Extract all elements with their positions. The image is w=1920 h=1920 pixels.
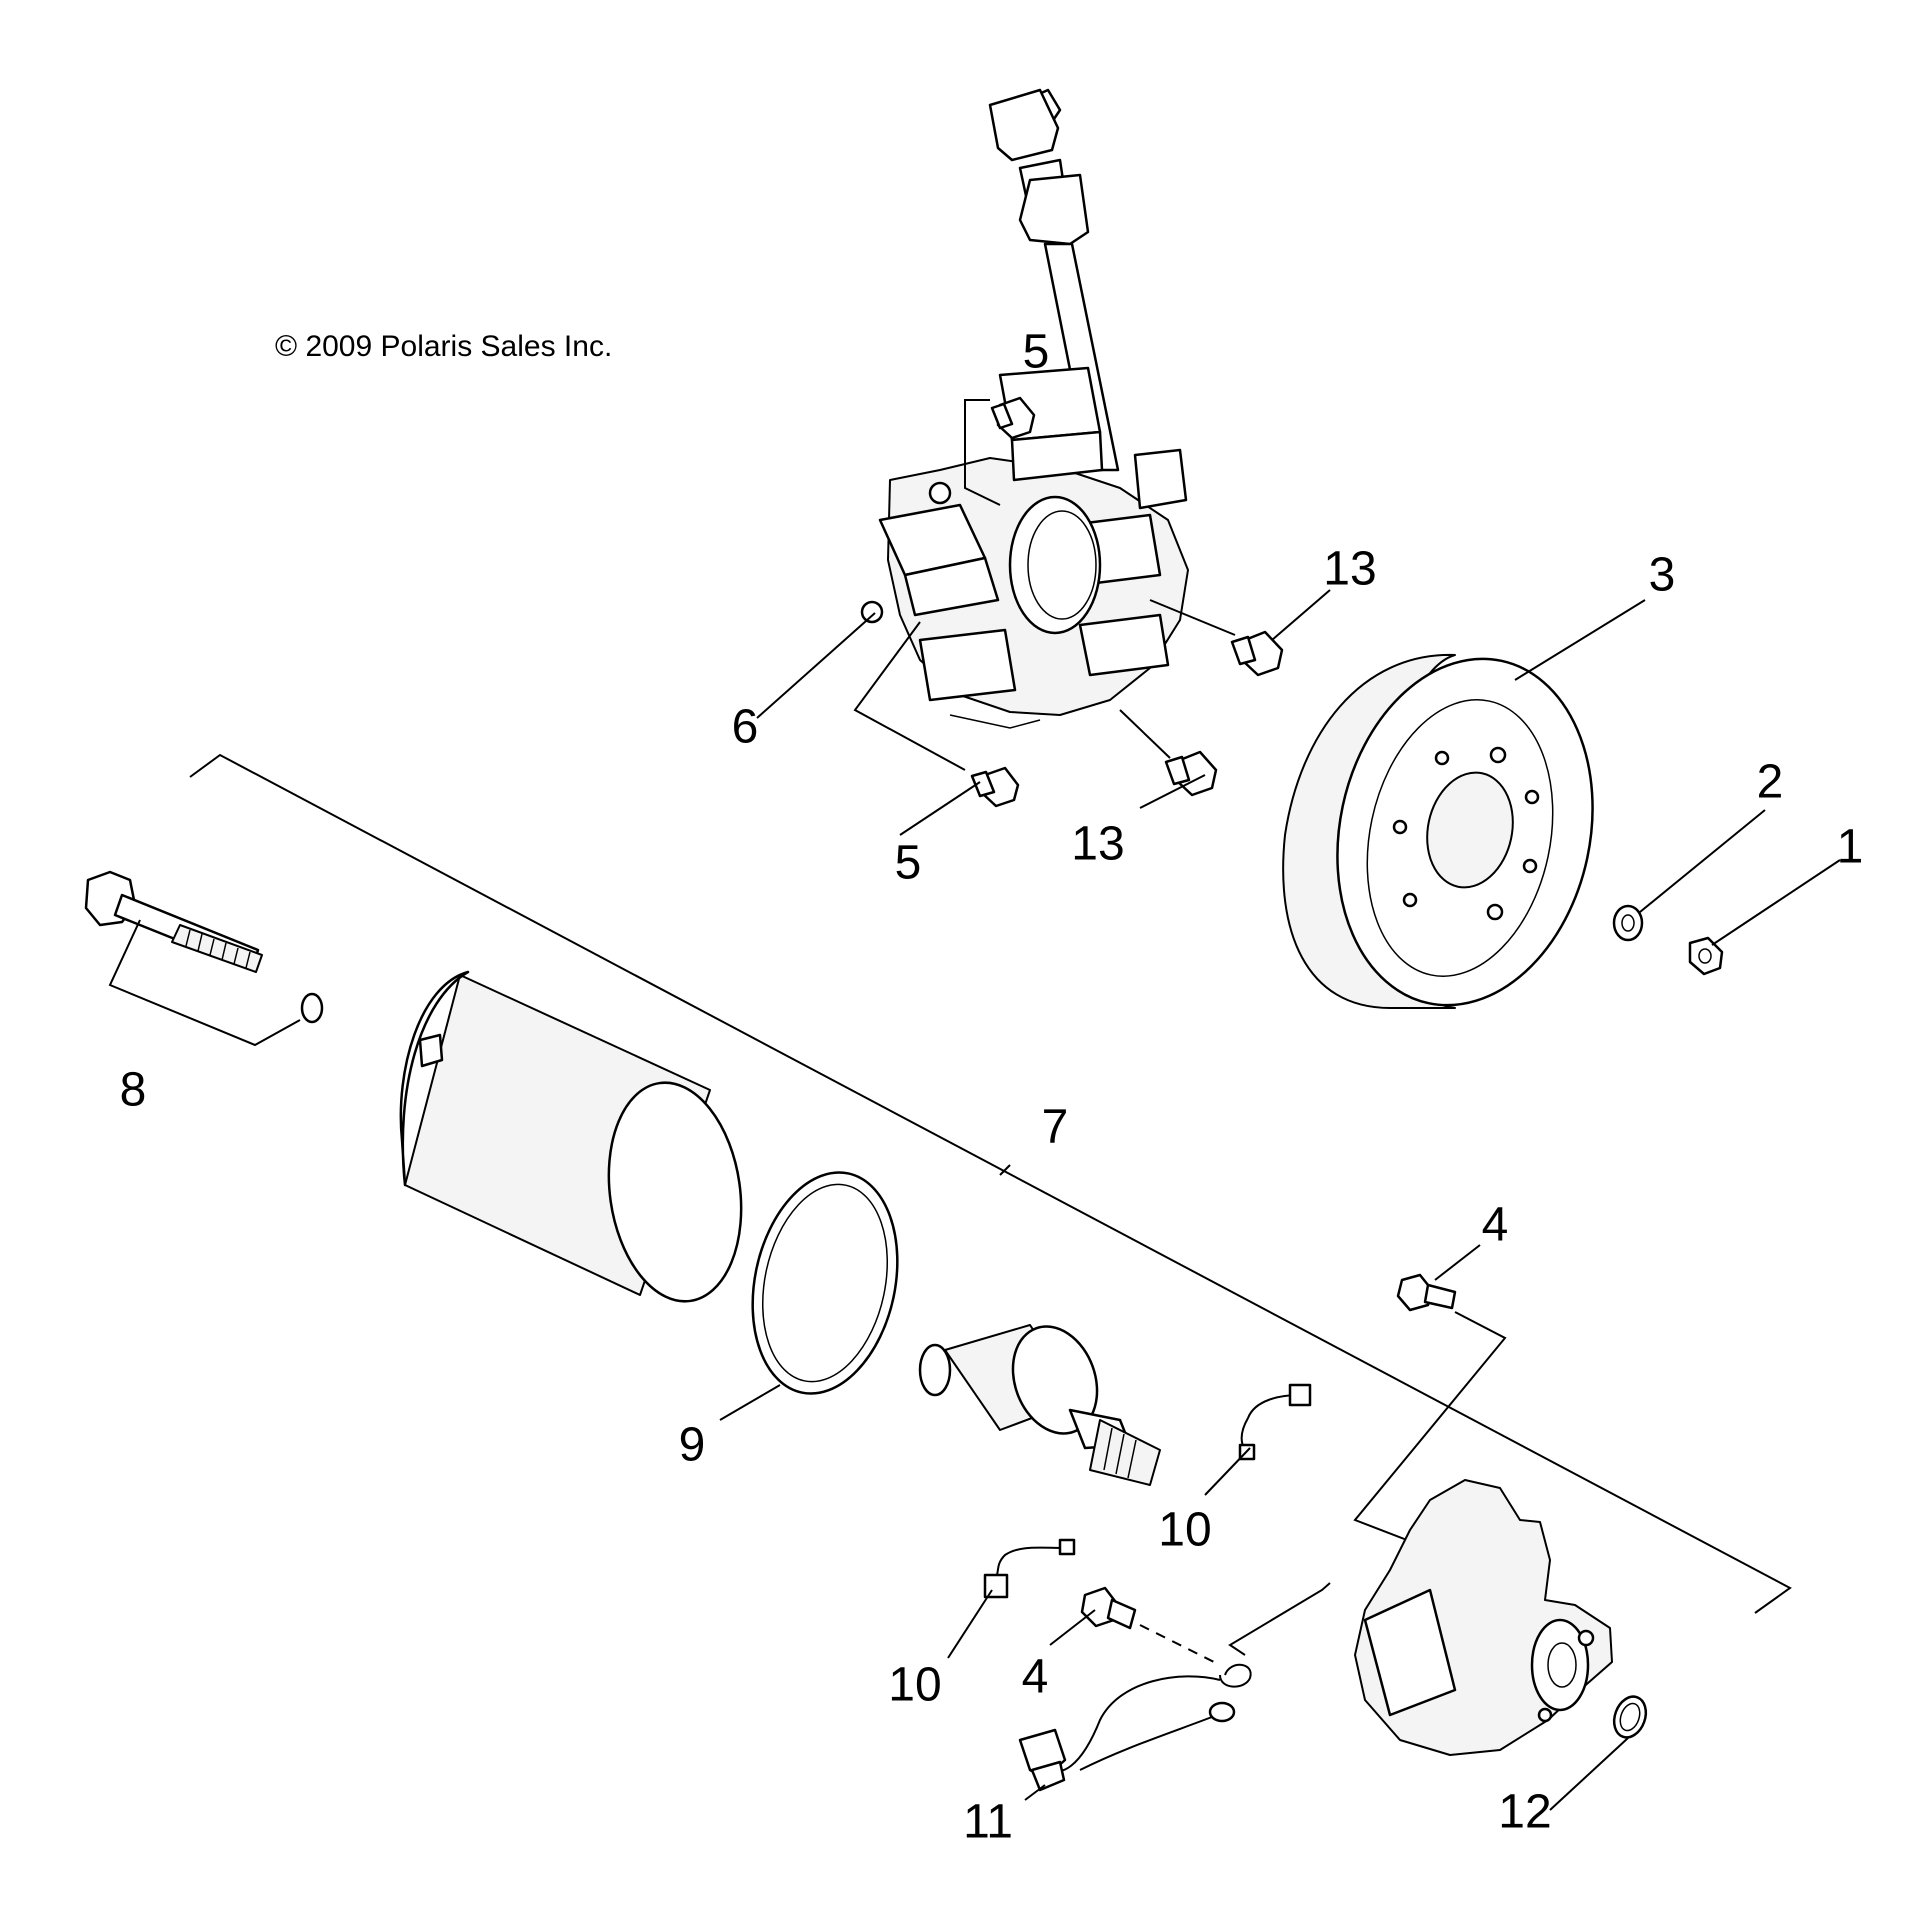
callout-7: 7 xyxy=(1042,1101,1069,1154)
callout-10-lower: 10 xyxy=(888,1659,941,1712)
callout-4-upper: 4 xyxy=(1482,1199,1509,1252)
callout-3: 3 xyxy=(1649,549,1676,602)
callout-2: 2 xyxy=(1757,756,1784,809)
stator xyxy=(860,88,1189,729)
bolt-5-bottom xyxy=(853,621,1020,808)
callout-10-upper: 10 xyxy=(1158,1504,1211,1557)
callout-9: 9 xyxy=(679,1419,706,1472)
bolt-13-lower xyxy=(1119,709,1218,797)
bolt-4-lower xyxy=(1080,1586,1221,1666)
callout-5-lower: 5 xyxy=(895,837,922,890)
bolt-4-upper xyxy=(1353,1273,1507,1546)
callout-13-lower: 13 xyxy=(1071,818,1124,871)
washer-2 xyxy=(1612,904,1644,942)
leader-lines xyxy=(719,589,1841,1811)
brush-lead-upper xyxy=(1238,1383,1312,1461)
o-ring-9 xyxy=(751,1171,899,1395)
callout-5-upper: 5 xyxy=(1023,326,1050,379)
flywheel xyxy=(1282,653,1594,1009)
callout-4-lower: 4 xyxy=(1022,1651,1049,1704)
callout-11: 11 xyxy=(963,1796,1013,1849)
nut-1 xyxy=(1688,936,1724,976)
starter-motor-housing xyxy=(399,970,743,1303)
armature xyxy=(918,1324,1161,1486)
brush-holder-lead xyxy=(1018,1663,1252,1792)
callout-12: 12 xyxy=(1498,1786,1551,1839)
starter-assembly-bracket xyxy=(189,753,1792,1614)
callout-13-upper: 13 xyxy=(1323,543,1376,596)
starter-end-cover xyxy=(1228,1479,1613,1756)
bolt-13-upper xyxy=(1149,599,1284,677)
callout-1: 1 xyxy=(1837,821,1864,874)
brush-lead-lower xyxy=(983,1538,1076,1599)
callout-labels: 1 2 3 4 4 5 5 6 7 8 9 10 10 11 12 13 13 xyxy=(120,326,1864,1849)
bolt-5-top xyxy=(964,396,1036,506)
callout-6: 6 xyxy=(732,701,759,754)
callout-8: 8 xyxy=(120,1064,147,1117)
copyright-notice: © 2009 Polaris Sales Inc. xyxy=(275,330,613,363)
bolt-8 xyxy=(84,870,324,1047)
o-ring-12 xyxy=(1612,1695,1648,1739)
